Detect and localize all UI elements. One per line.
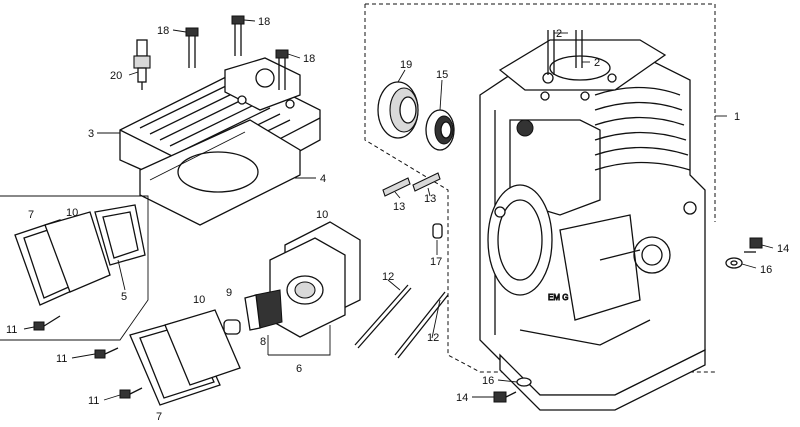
bolt-icon bbox=[744, 237, 763, 253]
callout-1: 1 bbox=[734, 111, 740, 123]
callout-9: 9 bbox=[226, 287, 232, 299]
stud-icon bbox=[394, 291, 449, 359]
callout-4: 4 bbox=[320, 173, 326, 185]
intake-spacer bbox=[269, 221, 361, 338]
crankcase-group-outline bbox=[364, 3, 716, 373]
bolt-icon bbox=[33, 315, 61, 331]
callout-12: 12 bbox=[382, 271, 394, 283]
spark-plug-icon bbox=[133, 39, 151, 90]
stud-icon bbox=[382, 177, 411, 197]
inset-group-upper bbox=[0, 195, 149, 341]
callout-14: 14 bbox=[777, 243, 789, 255]
callout-19: 19 bbox=[400, 59, 412, 71]
callout-7: 7 bbox=[28, 209, 34, 221]
callout-13: 13 bbox=[424, 193, 436, 205]
callout-17: 17 bbox=[430, 256, 442, 268]
callout-20: 20 bbox=[110, 70, 122, 82]
washer-icon bbox=[725, 257, 743, 269]
callout-11: 11 bbox=[88, 395, 99, 407]
callout-16: 16 bbox=[482, 375, 494, 387]
head-gasket bbox=[139, 119, 301, 226]
callout-5: 5 bbox=[121, 291, 127, 303]
stud-icon bbox=[354, 284, 412, 349]
bolt-icon bbox=[94, 347, 119, 359]
callout-18: 18 bbox=[157, 25, 169, 37]
callout-13: 13 bbox=[393, 201, 405, 213]
collar-icon bbox=[223, 319, 241, 335]
oil-seal-icon bbox=[425, 109, 455, 151]
callout-16: 16 bbox=[760, 264, 772, 276]
callout-6: 6 bbox=[296, 363, 302, 375]
bolt-icon bbox=[119, 387, 143, 399]
callout-15: 15 bbox=[436, 69, 448, 81]
callout-8: 8 bbox=[260, 336, 266, 348]
callout-7: 7 bbox=[156, 411, 162, 423]
insulator-block bbox=[244, 289, 283, 331]
callout-12: 12 bbox=[427, 332, 439, 344]
callout-11: 11 bbox=[56, 353, 67, 365]
bolt-icon bbox=[185, 27, 199, 68]
svg-text:EM G: EM G bbox=[548, 293, 568, 302]
bolt-icon bbox=[493, 391, 517, 403]
callout-10: 10 bbox=[66, 207, 78, 219]
callout-11: 11 bbox=[6, 324, 17, 336]
bolt-icon bbox=[231, 15, 245, 56]
stud-icon bbox=[412, 172, 441, 192]
leader-lines bbox=[23, 19, 774, 401]
callout-10: 10 bbox=[193, 294, 205, 306]
callout-labels: 1 2 2 3 4 5 6 7 7 8 9 10 10 10 11 11 11 … bbox=[6, 16, 789, 423]
bearing-icon bbox=[377, 81, 419, 139]
dowel-icon bbox=[432, 223, 443, 239]
callout-2: 2 bbox=[594, 57, 600, 69]
callout-3: 3 bbox=[88, 128, 94, 140]
callout-18: 18 bbox=[303, 53, 315, 65]
callout-18: 18 bbox=[258, 16, 270, 28]
inset-group-lower bbox=[94, 309, 241, 406]
callout-10: 10 bbox=[316, 209, 328, 221]
callout-14: 14 bbox=[456, 392, 468, 404]
crankcase-cylinder: EM G bbox=[364, 3, 716, 411]
callout-2: 2 bbox=[556, 28, 562, 40]
washer-icon bbox=[516, 377, 532, 387]
